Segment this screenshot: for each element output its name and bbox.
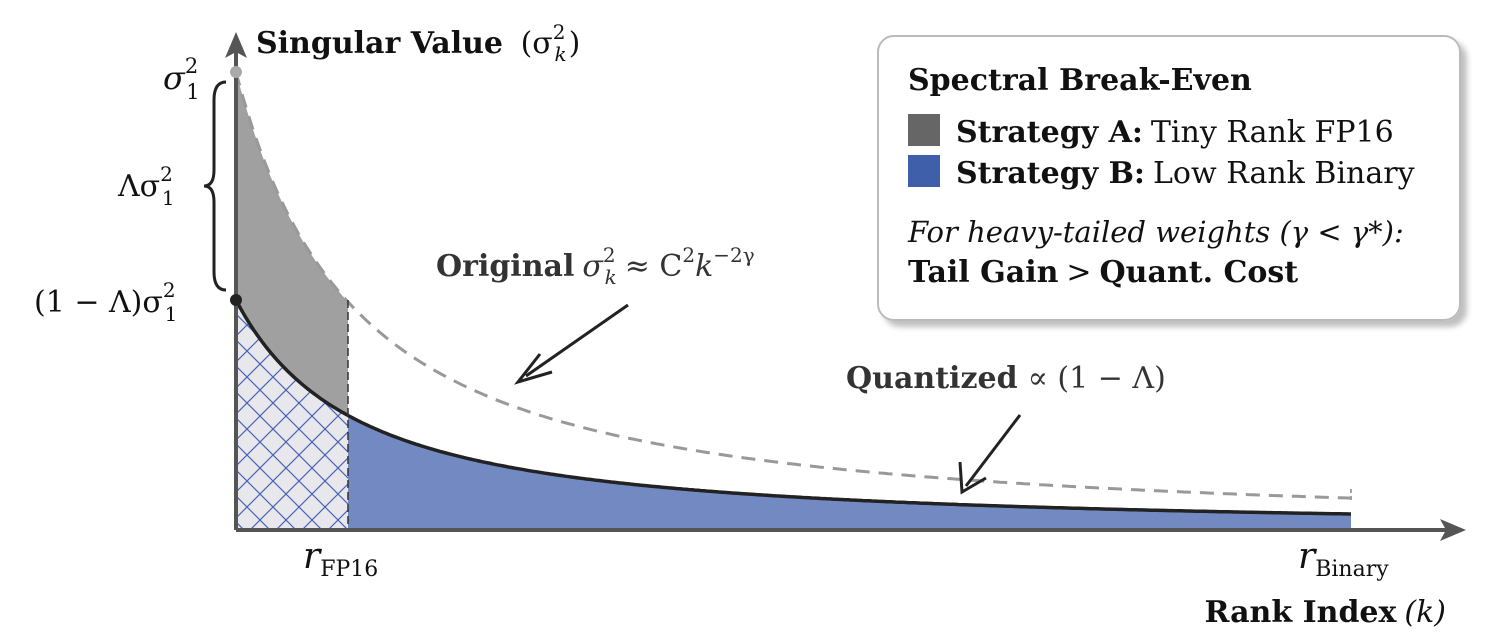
- y-axis-arrowhead: [225, 32, 247, 58]
- legend-note: For heavy-tailed weights (γ < γ*):: [907, 215, 1404, 249]
- strategy-b-region: [348, 415, 1351, 530]
- quantized-spectrum-curve: [234, 299, 1351, 516]
- fp16-hatched-region: [236, 300, 348, 530]
- legend-box: [877, 35, 1461, 321]
- lambda-brace: [203, 80, 227, 292]
- quantized-annotation: Quantized∝ (1 − Λ): [846, 361, 1166, 396]
- legend-title: Spectral Break-Even: [908, 63, 1252, 98]
- legend: Spectral Break-Even Strategy A:Tiny Rank…: [877, 35, 1461, 321]
- r-binary-label: rBinary: [1298, 536, 1389, 582]
- sigma1-point: [230, 66, 242, 78]
- quantized-arrowhead: [958, 461, 987, 495]
- legend-conclusion: Tail Gain>Quant. Cost: [908, 255, 1298, 290]
- quantized-arrow-line: [964, 414, 1022, 487]
- legend-swatch-a: [908, 114, 940, 146]
- legend-item-a: Strategy A:Tiny Rank FP16: [956, 115, 1394, 150]
- x-axis-title: Rank Index(k): [1205, 595, 1447, 630]
- x-axis-arrowhead: [1440, 519, 1466, 541]
- quantized-start-point: [230, 294, 242, 306]
- legend-item-b: Strategy B:Low Rank Binary: [956, 156, 1415, 191]
- original-arrow-line: [525, 303, 629, 378]
- original-spectrum-curve: [234, 71, 1352, 500]
- legend-swatch-b: [908, 155, 940, 187]
- original-arrowhead: [513, 353, 553, 385]
- r-fp16-label: rFP16: [303, 536, 378, 582]
- strategy-a-region: [236, 72, 348, 416]
